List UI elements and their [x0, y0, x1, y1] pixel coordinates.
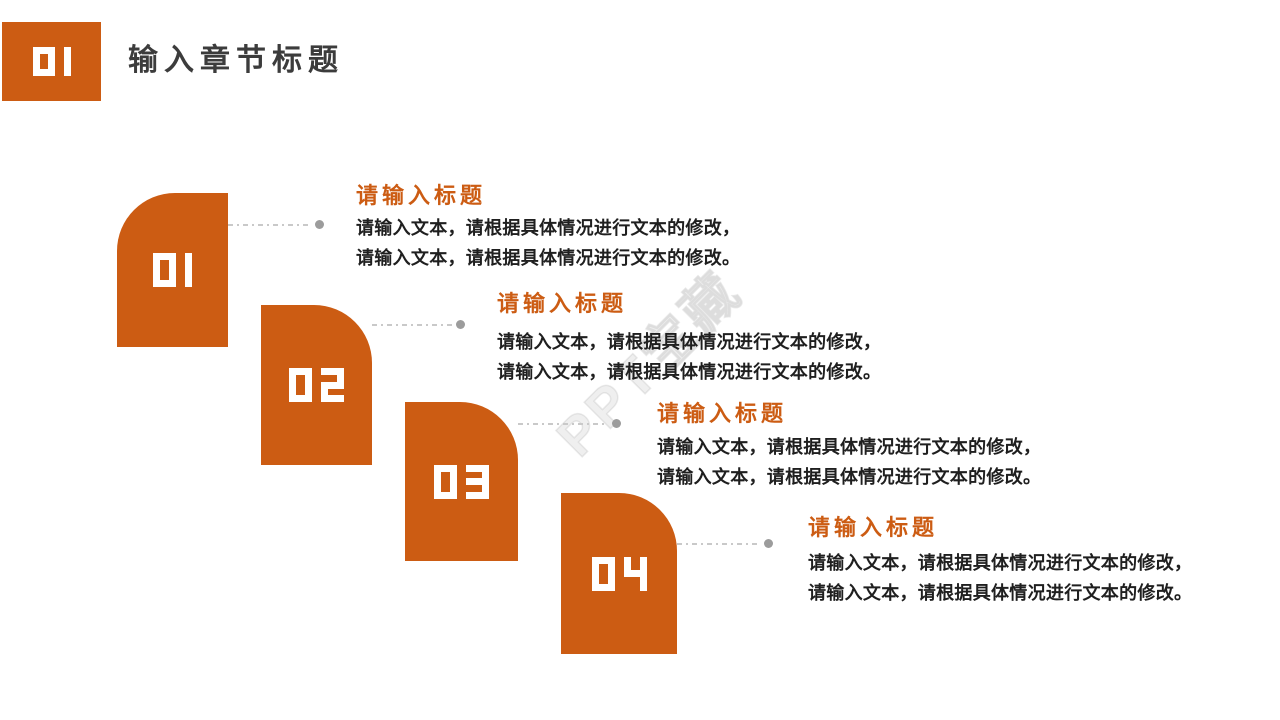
step-4-body-line-1: 请输入文本，请根据具体情况进行文本的修改，	[808, 553, 1193, 573]
step-1-body-line-2: 请输入文本，请根据具体情况进行文本的修改。	[356, 248, 741, 268]
step-1-body-line-1: 请输入文本，请根据具体情况进行文本的修改，	[356, 218, 741, 238]
step-3-body-line-1: 请输入文本，请根据具体情况进行文本的修改，	[657, 437, 1042, 457]
step-4-number	[591, 556, 647, 591]
chapter-title: 输入章节标题	[128, 44, 344, 77]
step-3-shape	[405, 402, 518, 561]
step-3-body-line-2: 请输入文本，请根据具体情况进行文本的修改。	[657, 467, 1042, 487]
step-3-title: 请输入标题	[657, 401, 788, 426]
step-1-number	[153, 253, 192, 287]
step-2-title: 请输入标题	[497, 291, 628, 316]
step-1-connector-dot	[315, 220, 324, 229]
step-4-shape	[561, 493, 677, 654]
step-1-title: 请输入标题	[356, 183, 487, 208]
step-4-title: 请输入标题	[808, 515, 939, 540]
step-2-body-line-1: 请输入文本，请根据具体情况进行文本的修改，	[497, 332, 882, 352]
step-1-connector-line	[228, 224, 311, 226]
step-3-body: 请输入文本，请根据具体情况进行文本的修改， 请输入文本，请根据具体情况进行文本的…	[657, 432, 1041, 492]
step-1-body: 请输入文本，请根据具体情况进行文本的修改， 请输入文本，请根据具体情况进行文本的…	[356, 213, 740, 273]
chapter-number-badge	[2, 22, 101, 101]
step-4-connector-dot	[764, 539, 773, 548]
step-2-connector-line	[372, 324, 453, 326]
step-2-body-line-2: 请输入文本，请根据具体情况进行文本的修改。	[497, 362, 882, 382]
chapter-number	[32, 47, 71, 76]
step-1-shape	[117, 193, 228, 347]
step-4-body: 请输入文本，请根据具体情况进行文本的修改， 请输入文本，请根据具体情况进行文本的…	[808, 548, 1192, 608]
step-2-body: 请输入文本，请根据具体情况进行文本的修改， 请输入文本，请根据具体情况进行文本的…	[497, 327, 881, 387]
step-3-connector-line	[518, 423, 608, 425]
step-3-connector-dot	[612, 419, 621, 428]
step-2-connector-dot	[456, 320, 465, 329]
step-4-body-line-2: 请输入文本，请根据具体情况进行文本的修改。	[808, 583, 1193, 603]
step-2-number	[289, 368, 344, 402]
step-3-number	[434, 464, 489, 499]
step-4-connector-line	[677, 543, 760, 545]
step-2-shape	[261, 305, 372, 465]
